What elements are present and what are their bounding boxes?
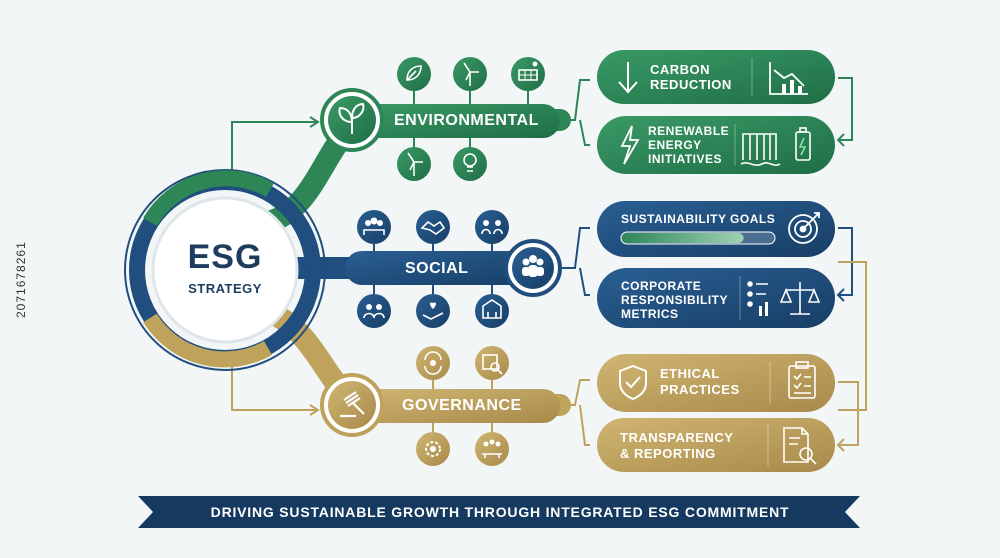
settings-icon [416, 432, 450, 466]
people-group-icon [522, 255, 544, 277]
lightbulb-icon [453, 147, 487, 181]
target-icon [788, 212, 820, 244]
csr-line3: METRICS [621, 307, 679, 321]
renewable-line1: RENEWABLE [648, 124, 730, 138]
ethical-line2: PRACTICES [660, 382, 740, 397]
team-icon [357, 210, 391, 244]
environmental-pillar[interactable] [320, 88, 560, 152]
banner-text: DRIVING SUSTAINABLE GROWTH THROUGH INTEG… [210, 504, 790, 520]
ethical-line1: ETHICAL [660, 366, 720, 381]
social-icons [357, 210, 509, 328]
card-corporate-responsibility[interactable] [597, 268, 835, 328]
solar-panel-icon [511, 57, 545, 91]
building-icon [475, 294, 509, 328]
csr-line2: RESPONSIBILITY [621, 293, 729, 307]
csr-line1: CORPORATE [621, 279, 702, 293]
report-search-icon [783, 427, 817, 465]
handshake-icon [416, 210, 450, 244]
meeting-icon [475, 432, 509, 466]
battery-icon [795, 127, 811, 161]
side-identifier: 2071678261 [14, 241, 28, 318]
bottom-banner [138, 496, 860, 528]
decline-chart-icon [769, 62, 808, 95]
center-subtitle: STRATEGY [188, 281, 262, 296]
scales-icon [779, 282, 821, 315]
checklist-chart-icon [747, 281, 768, 316]
card-renewable-energy[interactable] [597, 116, 835, 174]
social-pillar[interactable] [345, 239, 562, 297]
governance-icons [416, 346, 509, 466]
helping-hand-icon [416, 294, 450, 328]
wind-turbine-icon [453, 57, 487, 91]
governance-pillar[interactable] [320, 373, 560, 437]
people-icon [357, 294, 391, 328]
gavel-icon [340, 391, 365, 418]
cycle-gear-icon [416, 346, 450, 380]
down-arrow-icon [618, 62, 638, 94]
dam-icon [740, 133, 781, 166]
pillar-label-governance: GOVERNANCE [402, 397, 522, 414]
card-carbon-reduction[interactable] [597, 50, 835, 104]
ring-arrows [231, 116, 320, 416]
renewable-line2: ENERGY [648, 138, 702, 152]
outcome-connectors [560, 77, 867, 452]
shield-check-icon [619, 364, 647, 401]
esg-center [124, 169, 326, 371]
wind-turbine-icon [397, 147, 431, 181]
community-icon [475, 210, 509, 244]
pillar-label-social: SOCIAL [405, 260, 469, 277]
renewable-line3: INITIATIVES [648, 152, 722, 166]
leaf-icon [397, 57, 431, 91]
environmental-icons [397, 57, 545, 181]
center-title: ESG [187, 238, 263, 276]
sustainability-progress-fill [622, 233, 744, 243]
sprout-icon [338, 102, 365, 134]
sustainability-label: SUSTAINABILITY GOALS [621, 212, 776, 226]
transparency-line2: & REPORTING [620, 446, 716, 461]
lightning-icon [620, 125, 640, 165]
transparency-line1: TRANSPARENCY [620, 430, 734, 445]
clipboard-check-icon [788, 361, 816, 399]
card-sustainability-goals[interactable] [597, 201, 835, 257]
card-transparency-reporting[interactable] [597, 418, 835, 472]
card-ethical-practices[interactable] [597, 354, 835, 412]
carbon-line2: REDUCTION [650, 77, 732, 92]
document-search-icon [475, 346, 509, 380]
pillar-label-environmental: ENVIRONMENTAL [394, 112, 539, 129]
carbon-line1: CARBON [650, 62, 711, 77]
